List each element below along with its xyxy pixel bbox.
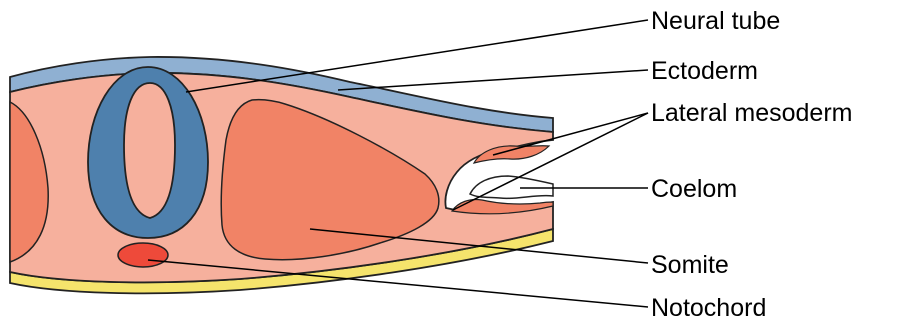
notochord-shape (118, 243, 168, 267)
label-coelom: Coelom (651, 174, 737, 204)
label-lateral-mesoderm: Lateral mesoderm (651, 98, 852, 128)
label-neural-tube: Neural tube (651, 6, 780, 36)
label-somite: Somite (651, 250, 729, 280)
label-notochord: Notochord (651, 293, 766, 323)
leader-line-neural-tube (186, 20, 648, 92)
label-ectoderm: Ectoderm (651, 56, 758, 86)
leader-line-ectoderm (338, 70, 648, 90)
